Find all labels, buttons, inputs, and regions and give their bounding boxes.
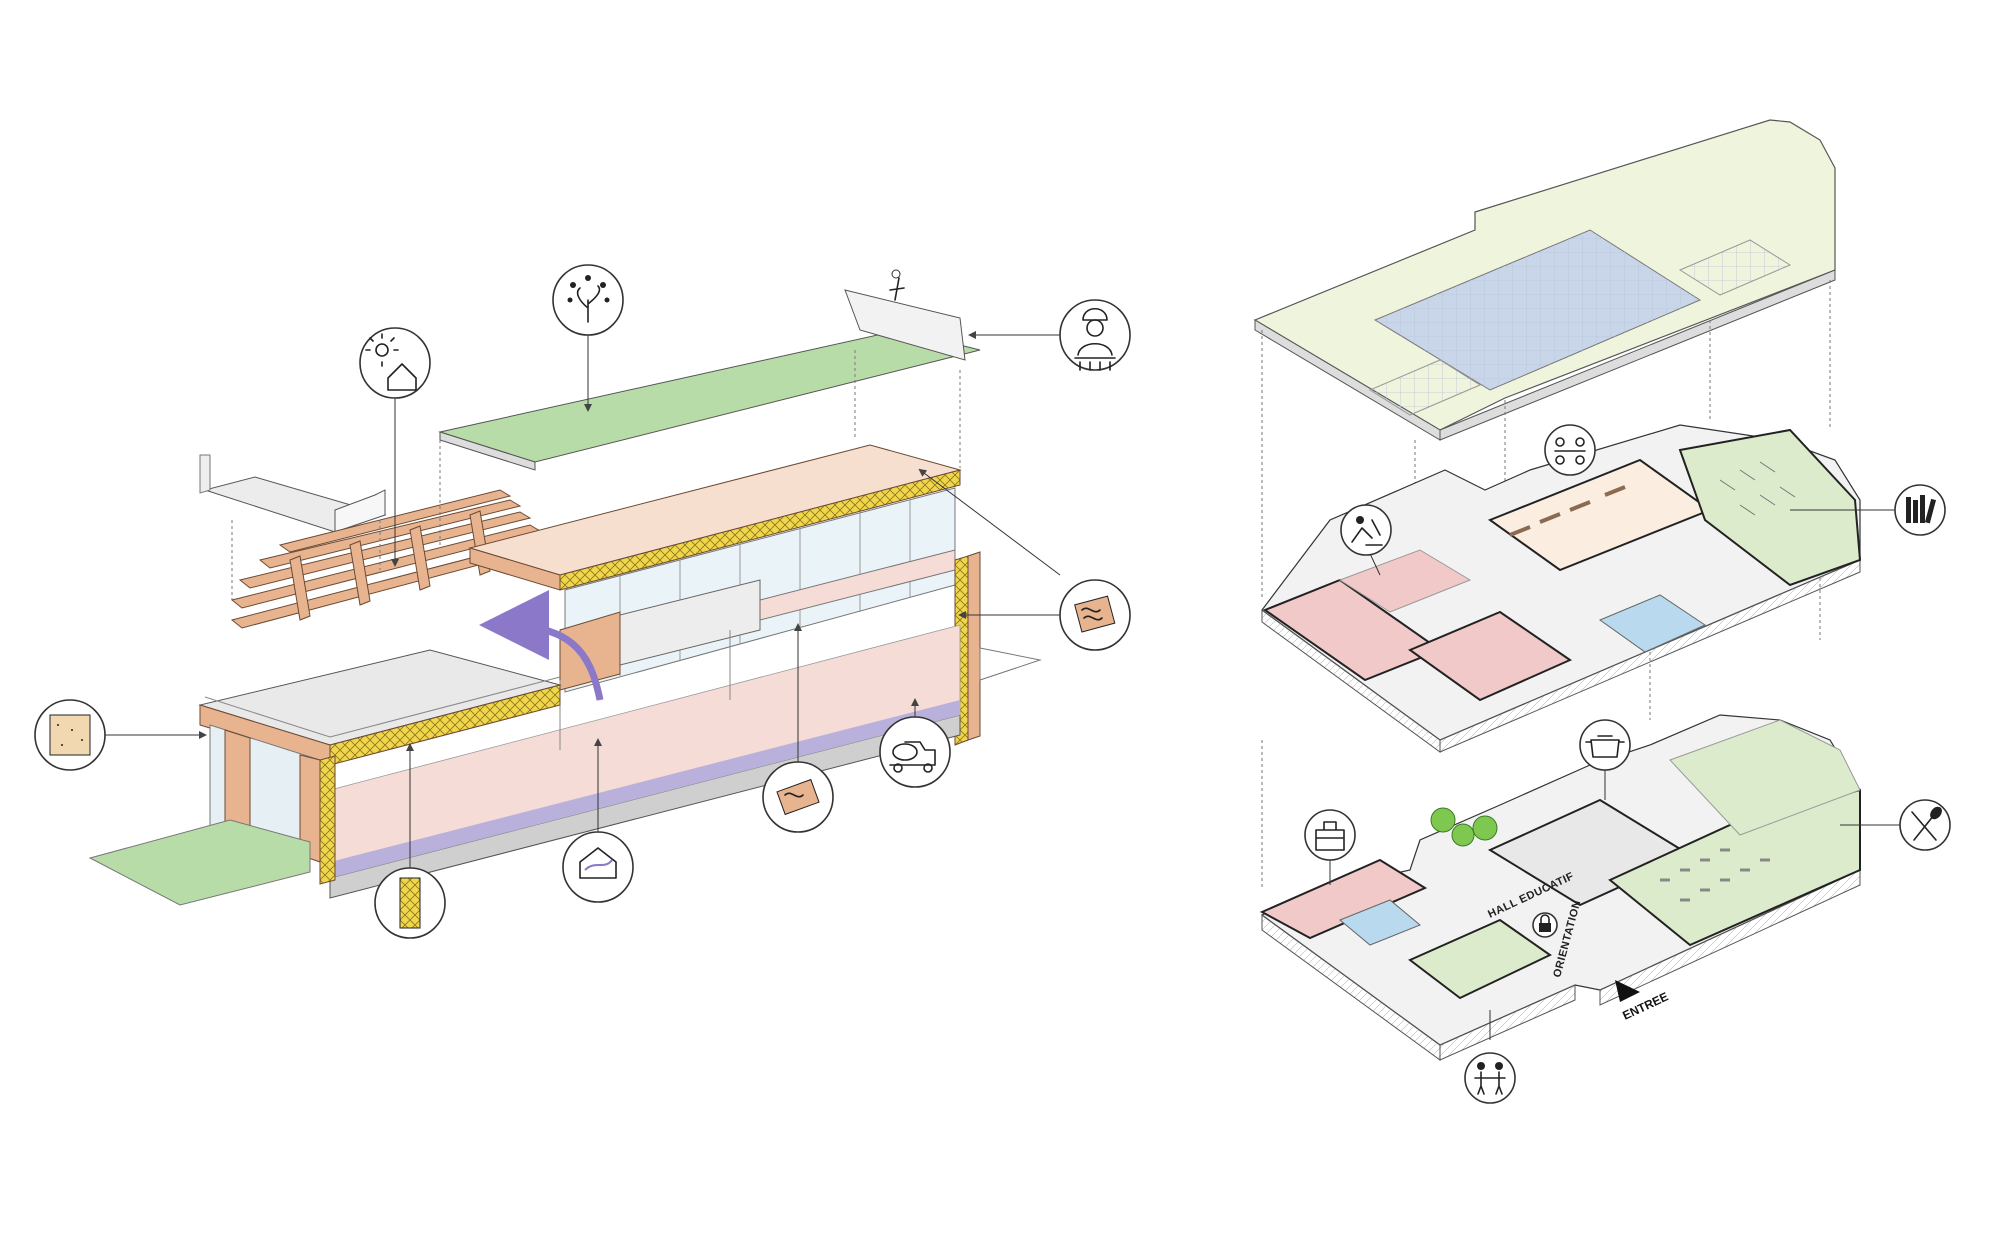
children-icon [1464, 1052, 1516, 1104]
plans-axonometric: HALL EDUCATIF ORIENTATION ENTREE [1253, 119, 1951, 1104]
ventilation-house-icon [562, 831, 634, 903]
rainwater-plant-icon [552, 264, 624, 336]
concrete-truck-icon [879, 716, 951, 788]
leader-lines [105, 331, 1062, 868]
entrance-arrow [1615, 980, 1640, 1002]
library-icon [1894, 484, 1946, 536]
lock-icon [1532, 912, 1558, 938]
toolbox-icon [1304, 809, 1356, 861]
roof-plan [1253, 119, 1836, 441]
solar-house-icon [359, 327, 431, 399]
cooking-pot-icon [1579, 719, 1631, 771]
worker-icon [1059, 299, 1131, 371]
lawn [88, 819, 311, 906]
meeting-icon [1544, 424, 1596, 476]
section-axonometric [34, 264, 1131, 939]
cutlery-icon [1899, 799, 1951, 851]
ground-floor-plan [1259, 714, 1861, 1061]
terrace-block [198, 649, 562, 885]
study-icon [1340, 504, 1392, 556]
lawn-right [979, 647, 1042, 681]
green-roof [438, 269, 981, 471]
upper-floor [468, 444, 981, 746]
canopy-slab [199, 454, 387, 533]
timber-icon [762, 761, 834, 833]
airflow-arrow [479, 590, 604, 701]
first-floor-plan [1261, 424, 1862, 753]
guide-lines [231, 350, 961, 600]
ground-floor [329, 624, 961, 899]
wood-panel-icon [1059, 579, 1131, 651]
plan-leader-lines [1329, 465, 1900, 1040]
insulation-icon [374, 867, 446, 939]
cork-board-icon [34, 699, 106, 771]
